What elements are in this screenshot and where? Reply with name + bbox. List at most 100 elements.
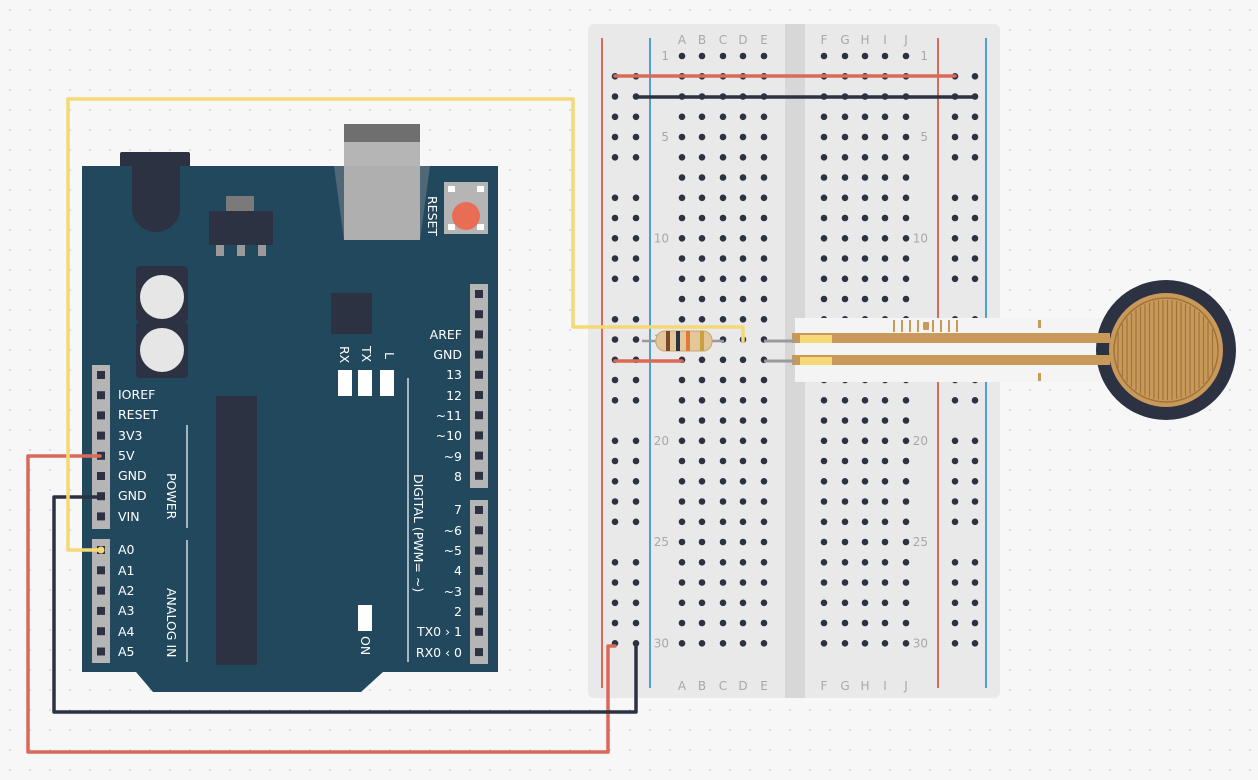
header-pin[interactable] <box>475 648 483 657</box>
rail-hole <box>611 214 619 222</box>
breadboard-hole <box>820 295 828 303</box>
breadboard-hole <box>861 518 869 526</box>
breadboard-hole <box>698 154 706 161</box>
breadboard-hole <box>760 133 768 141</box>
breadboard-hole <box>881 174 889 181</box>
breadboard-hole <box>698 478 706 485</box>
breadboard-hole <box>902 397 910 404</box>
breadboard-hole <box>861 113 869 121</box>
header-pin[interactable] <box>475 546 483 555</box>
header-pin[interactable] <box>475 350 483 359</box>
breadboard-hole <box>719 376 727 384</box>
breadboard-hole <box>861 214 869 222</box>
header-pin[interactable] <box>475 471 483 480</box>
digital-header-bottom <box>470 500 488 664</box>
breadboard-hole <box>841 478 849 485</box>
rail-hole <box>611 376 619 384</box>
reset-button-pin <box>477 186 484 192</box>
rail-hole <box>951 214 959 222</box>
breadboard-hole <box>719 619 727 627</box>
breadboard-hole <box>698 640 706 647</box>
header-pin[interactable] <box>97 647 105 656</box>
header-pin[interactable] <box>97 431 105 440</box>
header-pin[interactable] <box>475 451 483 460</box>
rail-hole <box>611 194 619 202</box>
breadboard-hole <box>698 255 706 262</box>
resistor[interactable] <box>642 330 724 352</box>
header-pin[interactable] <box>475 370 483 379</box>
arduino-uno-board: RESET RX TX L ON POWER ANALOG IN DIGITAL… <box>82 124 498 692</box>
analog-header <box>92 539 110 663</box>
pin-label-2: 2 <box>454 604 462 619</box>
breadboard-hole <box>698 619 706 627</box>
breadboard-hole <box>902 154 910 161</box>
breadboard-hole <box>678 133 686 141</box>
rail-hole <box>971 478 979 485</box>
breadboard-hole <box>719 417 727 424</box>
breadboard-hole <box>678 113 686 121</box>
force-sensitive-resistor[interactable] <box>764 280 1236 420</box>
header-pin[interactable] <box>475 411 483 420</box>
header-pin[interactable] <box>475 431 483 440</box>
breadboard-hole <box>881 397 889 404</box>
breadboard-hole <box>902 417 910 424</box>
breadboard-hole <box>841 599 849 607</box>
breadboard-hole <box>861 619 869 627</box>
breadboard-hole <box>739 194 747 202</box>
breadboard-hole <box>841 214 849 222</box>
header-pin[interactable] <box>475 566 483 575</box>
header-pin[interactable] <box>97 566 105 575</box>
breadboard-hole <box>861 457 869 465</box>
header-pin[interactable] <box>97 391 105 400</box>
reset-button[interactable] <box>452 202 480 230</box>
pin-label-aref: AREF <box>430 327 462 342</box>
header-pin[interactable] <box>97 371 105 379</box>
header-pin[interactable] <box>97 627 105 636</box>
breadboard-hole <box>719 397 727 404</box>
breadboard-hole <box>719 133 727 141</box>
header-pin[interactable] <box>475 526 483 535</box>
breadboard-hole <box>820 518 828 526</box>
header-pin[interactable] <box>97 472 105 480</box>
wire-5v-to-rail[interactable] <box>26 454 617 754</box>
header-pin[interactable] <box>475 290 483 298</box>
rail-hole <box>611 559 619 566</box>
breadboard-hole <box>881 52 889 60</box>
pin-label-ioref: IOREF <box>118 387 155 402</box>
breadboard-hole <box>698 538 706 546</box>
header-pin[interactable] <box>97 606 105 615</box>
header-pin[interactable] <box>97 411 105 420</box>
header-pin[interactable] <box>475 627 483 636</box>
breadboard-hole <box>881 640 889 647</box>
rail-hole <box>951 194 959 202</box>
rail-hole <box>632 457 640 465</box>
breadboard-hole <box>698 275 706 283</box>
breadboard-hole <box>902 619 910 627</box>
column-label: A <box>678 33 687 47</box>
header-pin[interactable] <box>475 607 483 616</box>
wire-a0-signal[interactable] <box>66 97 745 552</box>
breadboard-hole <box>739 478 747 485</box>
breadboard-hole <box>739 356 747 364</box>
breadboard-hole <box>902 255 910 262</box>
header-pin[interactable] <box>475 587 483 596</box>
regulator-tab <box>226 196 254 212</box>
header-pin[interactable] <box>475 310 483 319</box>
resistor-band-3 <box>686 331 690 351</box>
header-pin[interactable] <box>97 512 105 521</box>
pin-label-vin: VIN <box>118 509 140 524</box>
header-pin[interactable] <box>475 330 483 339</box>
atmega-microcontroller <box>216 396 257 665</box>
capacitor-1 <box>140 275 184 319</box>
breadboard-hole <box>678 174 686 181</box>
breadboard-hole <box>739 52 747 60</box>
breadboard-hole <box>820 52 828 60</box>
breadboard-hole <box>719 599 727 607</box>
header-pin[interactable] <box>475 506 483 514</box>
regulator-leg <box>216 245 224 256</box>
header-pin[interactable] <box>97 586 105 595</box>
row-number-label: 10 <box>654 231 669 245</box>
breadboard-hole <box>841 52 849 60</box>
usb-port-shade <box>334 166 430 240</box>
header-pin[interactable] <box>475 391 483 399</box>
